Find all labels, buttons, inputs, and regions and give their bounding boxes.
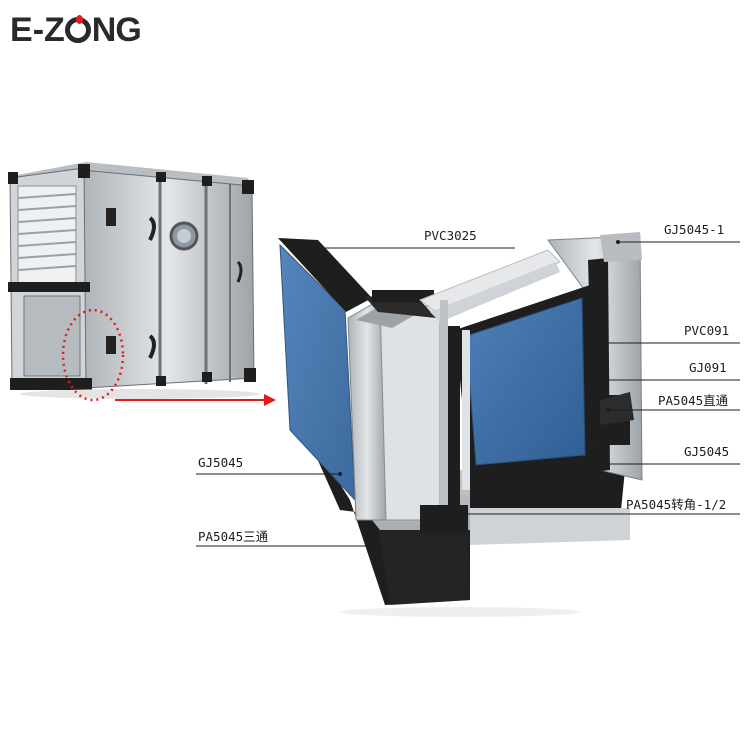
label-gj5045-1: GJ5045-1	[664, 222, 725, 237]
logo-o-ring-icon	[64, 15, 91, 43]
logo-text-z: Z	[44, 10, 65, 49]
label-gj5045-left: GJ5045	[198, 455, 244, 470]
label-gj5045-right: GJ5045	[684, 444, 730, 459]
callout-leaders	[196, 240, 740, 548]
label-pvc091: PVC091	[684, 323, 730, 338]
frame-cutaway-model	[278, 232, 643, 617]
air-handling-unit-image	[8, 162, 260, 402]
pointer-arrow	[115, 394, 276, 406]
logo-dash: -	[32, 10, 44, 49]
label-pvc3025: PVC3025	[424, 228, 477, 243]
label-gj091: GJ091	[689, 360, 727, 375]
logo-text-left: E	[10, 10, 33, 49]
label-pa5045-tee: PA5045三通	[198, 529, 269, 544]
ezong-logo: E-Z NG	[10, 10, 142, 50]
louver-grille	[17, 185, 77, 287]
logo-text-right: NG	[91, 10, 142, 49]
label-pa5045-straight: PA5045直通	[658, 393, 729, 408]
label-pa5045-corner: PA5045转角-1/2	[626, 497, 727, 512]
